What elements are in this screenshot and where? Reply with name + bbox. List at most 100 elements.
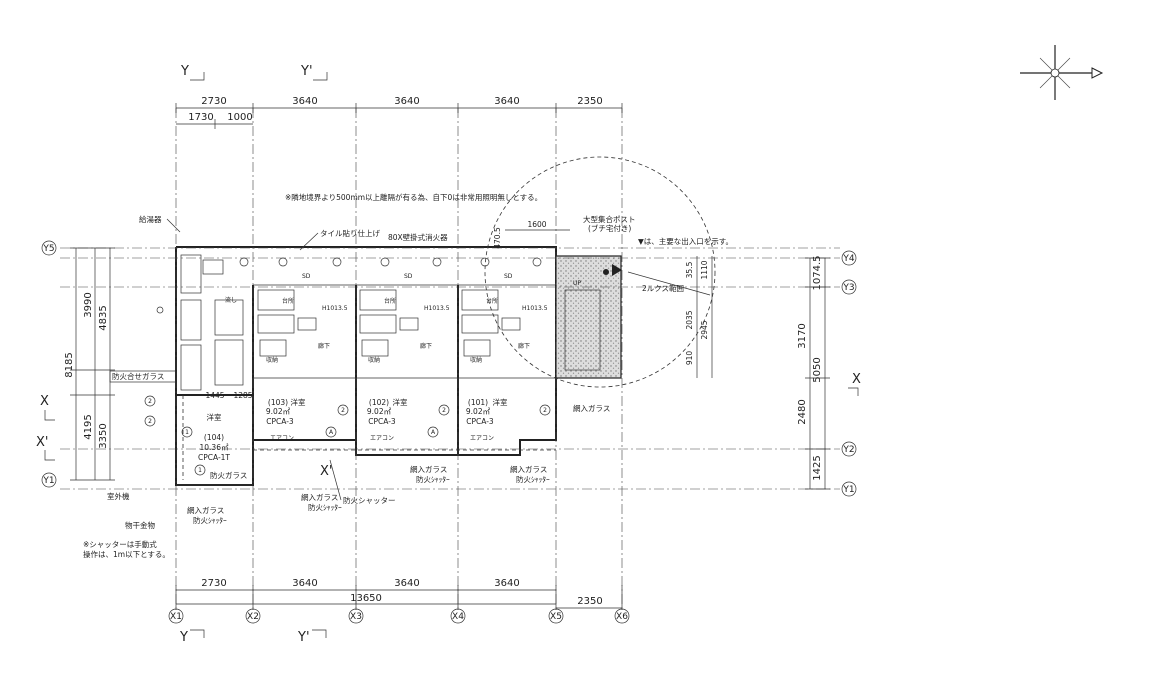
svg-text:2480: 2480 (797, 399, 808, 424)
svg-text:2: 2 (543, 407, 547, 414)
svg-text:防火ｼｬｯﾀｰ: 防火ｼｬｯﾀｰ (308, 502, 342, 512)
svg-text:X1: X1 (170, 612, 182, 622)
svg-text:4835: 4835 (98, 305, 109, 330)
svg-text:2: 2 (148, 398, 152, 405)
svg-text:防火ｼｬｯﾀｰ: 防火ｼｬｯﾀｰ (416, 474, 450, 484)
svg-text:9.02㎡: 9.02㎡ (367, 407, 392, 416)
svg-text:1425: 1425 (812, 455, 823, 480)
top-dimensions: 2730 3640 3640 3640 2350 1730 1000 (188, 96, 602, 123)
svg-text:タイル貼り仕上げ: タイル貼り仕上げ (320, 228, 380, 238)
grid-bubble-x6: X6 (614, 608, 630, 624)
svg-text:(101): (101) (468, 398, 488, 407)
svg-text:(102): (102) (369, 398, 389, 407)
svg-text:1445: 1445 (205, 391, 224, 400)
compass-icon (1020, 45, 1104, 100)
svg-text:廊下: 廊下 (518, 342, 530, 350)
grid-bubble-x4: X4 (450, 608, 466, 624)
left-dimensions: 8185 3990 4195 4835 3350 (64, 292, 109, 448)
svg-text:SD: SD (404, 273, 413, 280)
svg-text:2: 2 (148, 418, 152, 425)
unit-101: (101) 洋室 9.02㎡ CPCA-3 (466, 397, 508, 426)
svg-text:13650: 13650 (350, 593, 382, 604)
fixture-mark: 2 (144, 395, 156, 407)
svg-text:網入ガラス: 網入ガラス (573, 403, 610, 413)
svg-text:2: 2 (341, 407, 345, 414)
svg-text:H1013.5: H1013.5 (322, 305, 348, 312)
svg-text:エアコン: エアコン (270, 435, 294, 442)
svg-text:X: X (40, 394, 49, 409)
svg-text:A: A (329, 429, 334, 436)
grid-bubble-y5: Y5 (41, 240, 57, 256)
svg-text:洋室: 洋室 (291, 397, 306, 407)
interior-fixtures (156, 254, 556, 486)
svg-text:910: 910 (685, 351, 694, 366)
svg-text:80X壁掛式消火器: 80X壁掛式消火器 (388, 232, 448, 242)
svg-text:Y': Y' (297, 630, 310, 645)
svg-text:2730: 2730 (201, 578, 226, 589)
svg-text:2730: 2730 (201, 96, 226, 107)
svg-text:X': X' (320, 464, 332, 479)
grid-bubble-y4: Y4 (841, 250, 857, 266)
svg-text:SD: SD (504, 273, 513, 280)
unit-103: (103) 洋室 9.02㎡ CPCA-3 (266, 397, 306, 426)
svg-text:1600: 1600 (527, 220, 546, 229)
grid-bubble-x3: X3 (348, 608, 364, 624)
svg-text:X4: X4 (452, 612, 464, 622)
svg-text:防火ｼｬｯﾀｰ: 防火ｼｬｯﾀｰ (193, 515, 227, 525)
svg-text:Y: Y (180, 64, 189, 79)
svg-text:台所: 台所 (486, 297, 498, 305)
svg-text:2035: 2035 (685, 310, 694, 329)
svg-text:X: X (852, 372, 861, 387)
grid-lines (60, 108, 840, 608)
svg-text:洋室: 洋室 (393, 397, 408, 407)
svg-text:Y: Y (179, 630, 188, 645)
svg-text:H1013.5: H1013.5 (424, 305, 450, 312)
svg-text:(104): (104) (204, 433, 224, 442)
svg-text:収納: 収納 (470, 356, 482, 364)
svg-text:1: 1 (198, 467, 202, 474)
svg-text:X6: X6 (616, 612, 628, 622)
svg-text:2350: 2350 (577, 596, 602, 607)
svg-text:※シャッターは手動式: ※シャッターは手動式 (83, 539, 157, 549)
svg-text:Y2: Y2 (842, 445, 854, 455)
svg-text:エアコン: エアコン (370, 435, 394, 442)
fixture-mark: 2 (438, 404, 450, 416)
svg-text:1110: 1110 (700, 260, 709, 279)
svg-text:▼は、主要な出入口を示す。: ▼は、主要な出入口を示す。 (638, 236, 733, 246)
row-grid-bubbles: Y5 Y4 Y3 Y2 Y1 Y1 (41, 240, 857, 497)
svg-text:廊下: 廊下 (420, 342, 432, 350)
stair-dimensions: 1600 470.5 35.5 1110 2035 2945 910 1445 … (205, 220, 709, 400)
svg-text:1730: 1730 (188, 112, 213, 123)
svg-text:Y4: Y4 (842, 254, 854, 264)
fixture-mark: 2 (337, 404, 349, 416)
grid-bubble-y3: Y3 (841, 279, 857, 295)
svg-text:3990: 3990 (83, 292, 94, 317)
svg-text:Y5: Y5 (42, 244, 54, 254)
svg-text:(ブチ宅付き): (ブチ宅付き) (588, 223, 631, 233)
svg-text:廊下: 廊下 (318, 342, 330, 350)
svg-text:4195: 4195 (83, 414, 94, 439)
svg-text:(103): (103) (268, 398, 288, 407)
unit-102: (102) 洋室 9.02㎡ CPCA-3 (367, 397, 408, 426)
svg-text:3640: 3640 (494, 578, 519, 589)
svg-text:CPCA-1T: CPCA-1T (198, 453, 230, 462)
svg-text:網入ガラス: 網入ガラス (301, 492, 338, 502)
svg-text:網入ガラス: 網入ガラス (510, 464, 547, 474)
dimension-lines (70, 103, 830, 610)
svg-text:1074.5: 1074.5 (812, 256, 823, 291)
svg-text:X': X' (36, 435, 48, 450)
svg-text:3350: 3350 (98, 423, 109, 448)
svg-text:※隣地境界より500mm以上離隔が有る為、自下0は非常用照明: ※隣地境界より500mm以上離隔が有る為、自下0は非常用照明無しとする。 (285, 192, 542, 202)
section-marks: Y Y' Y Y' X X' X X' (36, 64, 861, 645)
fixture-marks: 2 2 1 1 A A 2 2 2 (144, 269, 609, 476)
fixture-mark (603, 269, 609, 275)
fixture-mark: 1 (181, 426, 193, 438)
svg-text:3640: 3640 (394, 96, 419, 107)
svg-text:5050: 5050 (812, 357, 823, 382)
svg-text:35.5: 35.5 (685, 261, 694, 278)
svg-text:防火ｼｬｯﾀｰ: 防火ｼｬｯﾀｰ (516, 474, 550, 484)
unit-104: 洋室 (104) 10.36㎡ CPCA-1T (198, 412, 230, 462)
svg-text:X2: X2 (247, 612, 259, 622)
svg-text:Y1: Y1 (842, 485, 854, 495)
svg-text:UP: UP (573, 280, 581, 287)
